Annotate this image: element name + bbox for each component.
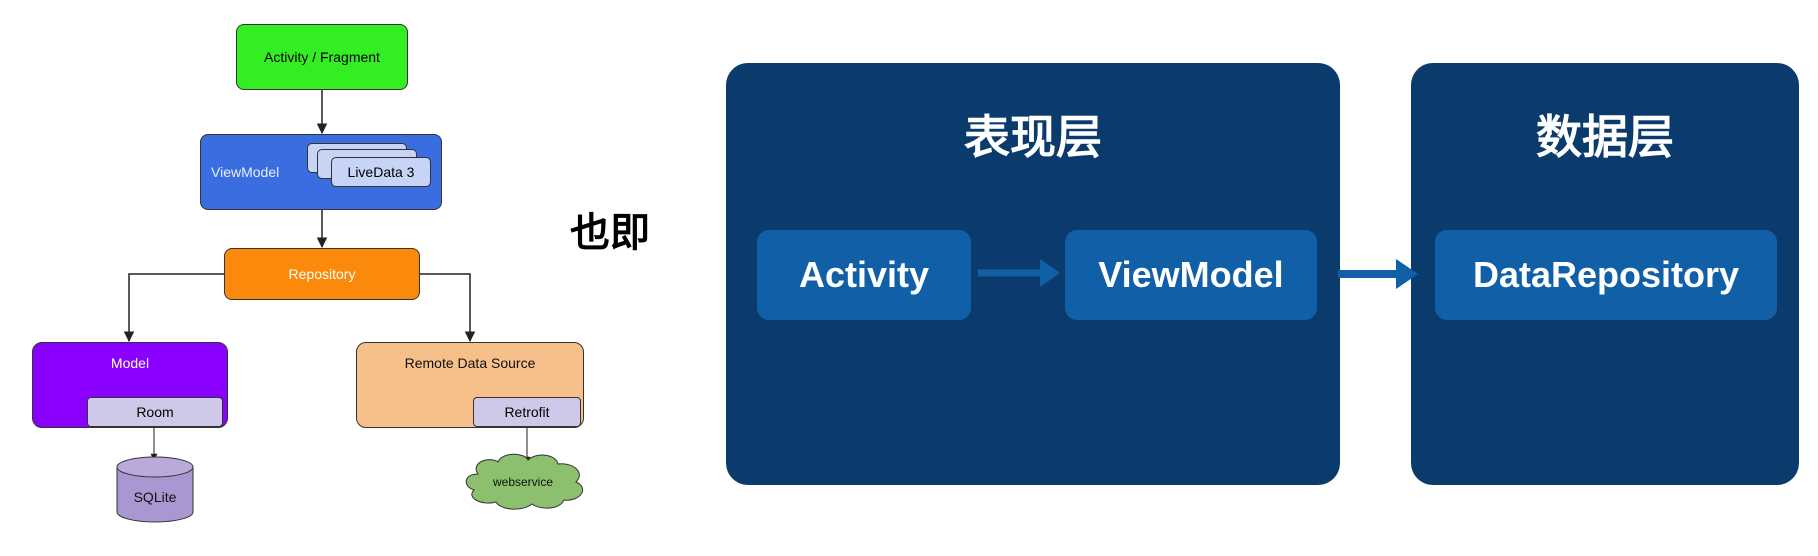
model-node: Model Room bbox=[32, 342, 228, 428]
viewmodel-label: ViewModel bbox=[211, 164, 280, 180]
activity-box-label: Activity bbox=[798, 254, 930, 295]
activity-box: Activity bbox=[757, 230, 971, 320]
livedata-box: LiveData 3 bbox=[331, 157, 431, 187]
webservice-label: webservice bbox=[492, 475, 554, 489]
equivalence-label: 也即 bbox=[570, 210, 650, 256]
remote-data-source-label: Remote Data Source bbox=[404, 355, 536, 371]
data-repository-box: DataRepository bbox=[1435, 230, 1777, 320]
arrow-repository-to-model bbox=[123, 273, 224, 343]
room-box: Room bbox=[87, 397, 223, 427]
viewmodel-node: ViewModel LiveData 3 bbox=[200, 134, 442, 210]
arrow-repository-to-remote bbox=[419, 273, 476, 343]
room-label: Room bbox=[136, 404, 174, 420]
viewmodel-box-label: ViewModel bbox=[1098, 254, 1284, 295]
architecture-connectors bbox=[116, 90, 584, 523]
data-layer-panel: 数据层 DataRepository bbox=[1411, 63, 1799, 485]
arrow-viewmodel-to-repository-right bbox=[1338, 259, 1418, 289]
retrofit-label: Retrofit bbox=[504, 404, 550, 420]
data-layer-title: 数据层 bbox=[1536, 110, 1674, 164]
presentation-layer-panel: 表现层 Activity ViewModel bbox=[726, 63, 1340, 485]
activity-fragment-label: Activity / Fragment bbox=[264, 49, 380, 65]
repository-label: Repository bbox=[288, 266, 356, 282]
retrofit-box: Retrofit bbox=[473, 397, 581, 427]
repository-node: Repository bbox=[224, 248, 420, 300]
livedata-label: LiveData 3 bbox=[347, 164, 415, 180]
viewmodel-box: ViewModel bbox=[1065, 230, 1317, 320]
webservice-cloud-icon bbox=[465, 453, 584, 510]
sqlite-label: SQLite bbox=[133, 489, 177, 505]
model-label: Model bbox=[110, 355, 150, 371]
activity-fragment-node: Activity / Fragment bbox=[236, 24, 408, 90]
sqlite-database-icon bbox=[116, 456, 194, 523]
presentation-layer-title: 表现层 bbox=[964, 110, 1102, 164]
data-repository-box-label: DataRepository bbox=[1472, 254, 1740, 295]
remote-data-source-node: Remote Data Source Retrofit bbox=[356, 342, 584, 428]
